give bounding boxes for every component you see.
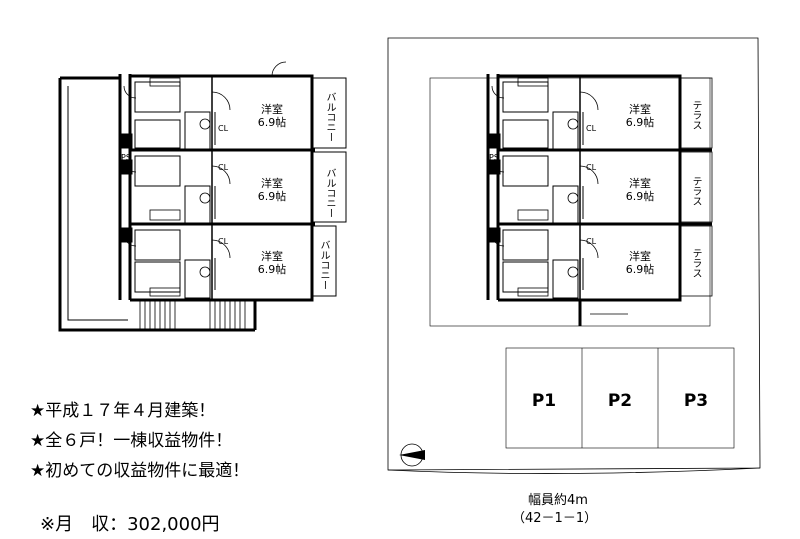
parking-p2: P2 (607, 391, 633, 411)
left-ps-3: PS (121, 230, 131, 239)
room-name: 洋室 (261, 250, 283, 263)
right-lot (387, 37, 761, 474)
right-building (486, 74, 713, 326)
left-building (58, 61, 347, 332)
promo-line-2: ★全６戸！一棟収益物件！ (30, 431, 233, 451)
room-size: 6.9帖 (625, 263, 655, 276)
parking-p3: P3 (683, 391, 709, 411)
left-ps-1: PS (121, 136, 131, 145)
road-code-label: （42－1－1） (512, 511, 598, 526)
left-room-1-label: 洋室 6.9帖 (252, 103, 292, 129)
left-balcony-3: バルコニー (318, 240, 329, 290)
left-room-3-label: 洋室 6.9帖 (252, 250, 292, 276)
room-name: 洋室 (261, 177, 283, 190)
room-size: 6.9帖 (625, 116, 655, 129)
right-cl-3: CL (586, 237, 597, 246)
room-name: 洋室 (629, 103, 651, 116)
promo-line-1: ★平成１７年４月建築！ (30, 401, 216, 421)
right-ps-2: PS (489, 153, 499, 162)
room-name: 洋室 (261, 103, 283, 116)
room-name: 洋室 (629, 177, 651, 190)
left-ps-2: PS (121, 153, 131, 162)
right-terrace-1: テラス (690, 100, 701, 130)
left-cl-3: CL (218, 237, 229, 246)
room-size: 6.9帖 (257, 116, 287, 129)
right-ps-3: PS (489, 230, 499, 239)
right-cl-2: CL (586, 163, 597, 172)
promo-line-3: ★初めての収益物件に最適！ (30, 461, 250, 481)
right-terrace-3: テラス (690, 248, 701, 278)
right-terrace-2: テラス (690, 176, 701, 206)
room-name: 洋室 (629, 250, 651, 263)
parking-p1: P1 (531, 391, 557, 411)
right-room-3-label: 洋室 6.9帖 (620, 250, 660, 276)
right-room-2-label: 洋室 6.9帖 (620, 177, 660, 203)
parking-area (505, 347, 735, 449)
road-width-label: 幅員約4m (528, 493, 588, 508)
north-arrow-icon (399, 443, 425, 467)
room-size: 6.9帖 (257, 263, 287, 276)
left-cl-2: CL (218, 163, 229, 172)
left-balcony-2: バルコニー (324, 168, 335, 218)
left-balcony-1: バルコニー (324, 92, 335, 142)
room-size: 6.9帖 (625, 190, 655, 203)
right-cl-1: CL (586, 124, 597, 133)
room-size: 6.9帖 (257, 190, 287, 203)
right-ps-1: PS (489, 136, 499, 145)
monthly-income: ※月 収：302,000円 (40, 514, 220, 535)
right-room-1-label: 洋室 6.9帖 (620, 103, 660, 129)
left-room-2-label: 洋室 6.9帖 (252, 177, 292, 203)
left-cl-1: CL (218, 124, 229, 133)
